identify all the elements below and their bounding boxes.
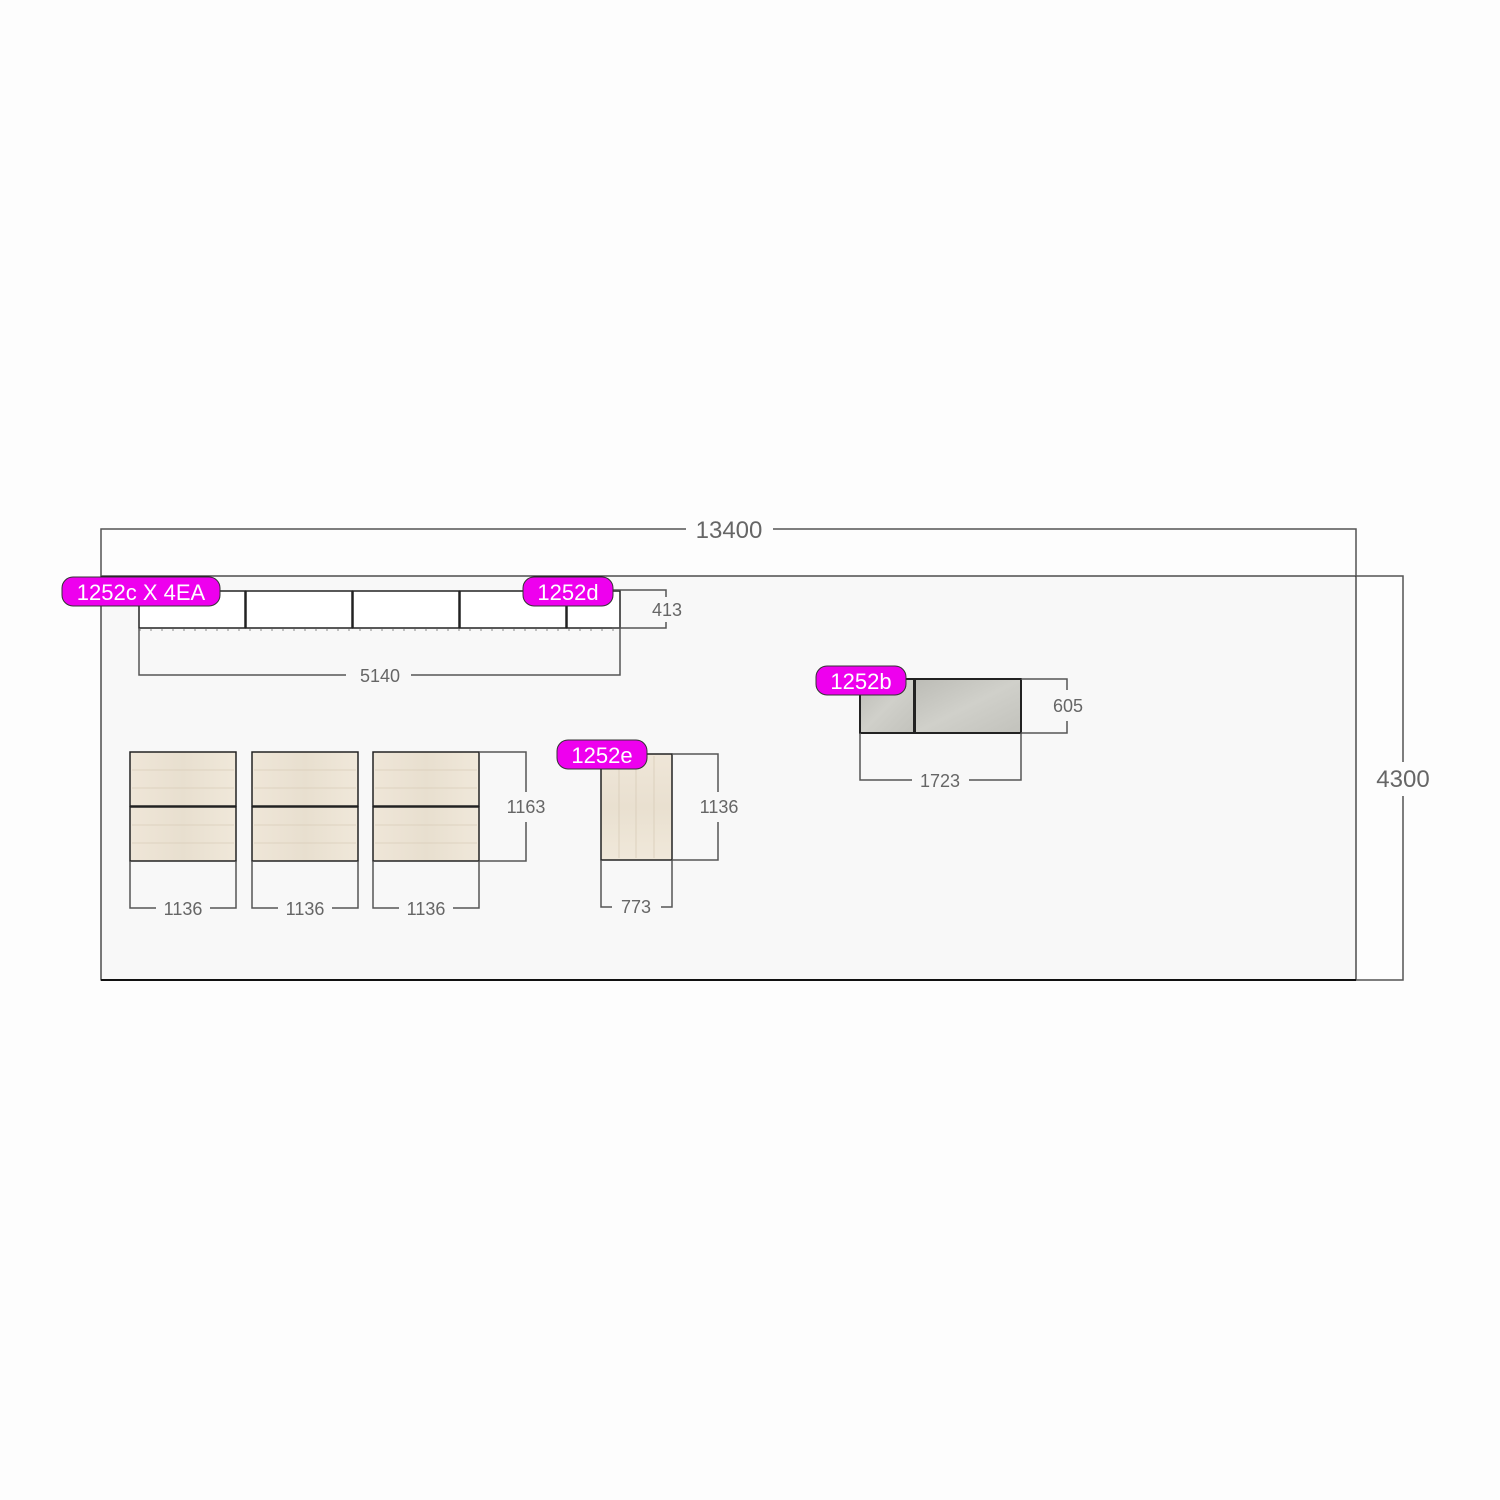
tag-1252d-text: 1252d <box>537 580 598 605</box>
panels-height-label: 1163 <box>507 797 546 817</box>
overall-width-dimension <box>100 528 1357 576</box>
panel-1-bottom <box>129 806 237 862</box>
strip-height-label: 413 <box>652 600 682 620</box>
e-width-label: 773 <box>621 897 651 917</box>
e-height-dimension <box>672 753 719 861</box>
overall-height-label: 4300 <box>1376 766 1429 793</box>
panel-2-width-dimension <box>251 861 359 909</box>
cabinet-1252c-3 <box>352 590 460 629</box>
b-width-label: 1723 <box>920 771 960 791</box>
tag-1252e-text: 1252e <box>571 743 632 768</box>
strip-height-dimension <box>612 589 667 629</box>
tag-1252b: 1252b <box>815 665 907 696</box>
wood-panels <box>129 751 480 862</box>
overall-width-label: 13400 <box>696 517 763 544</box>
strip-width-dimension <box>138 628 621 676</box>
panel-1-width-dimension <box>129 861 237 909</box>
panel-1-top <box>129 751 237 807</box>
cabinet-1252c-1 <box>138 590 246 629</box>
tag-1252b-text: 1252b <box>830 669 891 694</box>
cabinet-1252c-2 <box>245 590 353 629</box>
panel-3-top <box>372 751 480 807</box>
wood-grain <box>132 769 477 844</box>
b-height-dimension <box>1021 678 1068 734</box>
b-width-dimension <box>859 733 1022 781</box>
panels-height-dimension <box>479 751 527 862</box>
panel-1252e-grain <box>618 756 655 858</box>
strip-width-label: 5140 <box>360 666 400 686</box>
tag-1252d: 1252d <box>522 576 614 607</box>
panel-2-width-label: 1136 <box>286 899 325 919</box>
panel-1252e <box>600 753 673 861</box>
panel-1-width-label: 1136 <box>164 899 203 919</box>
tag-1252c-text: 1252c X 4EA <box>77 580 206 605</box>
tag-1252c: 1252c X 4EA <box>61 576 221 607</box>
overall-height-dimension <box>1356 575 1404 981</box>
panel-3-width-label: 1136 <box>407 899 446 919</box>
b-height-label: 605 <box>1053 696 1083 716</box>
tag-1252e: 1252e <box>556 739 648 770</box>
e-height-label: 1136 <box>700 797 739 817</box>
panel-3-width-dimension <box>372 861 480 909</box>
unit-1252b-large <box>914 678 1022 734</box>
panel-2-top <box>251 751 359 807</box>
e-width-dimension <box>600 860 673 908</box>
panel-3-bottom <box>372 806 480 862</box>
panel-2-bottom <box>251 806 359 862</box>
